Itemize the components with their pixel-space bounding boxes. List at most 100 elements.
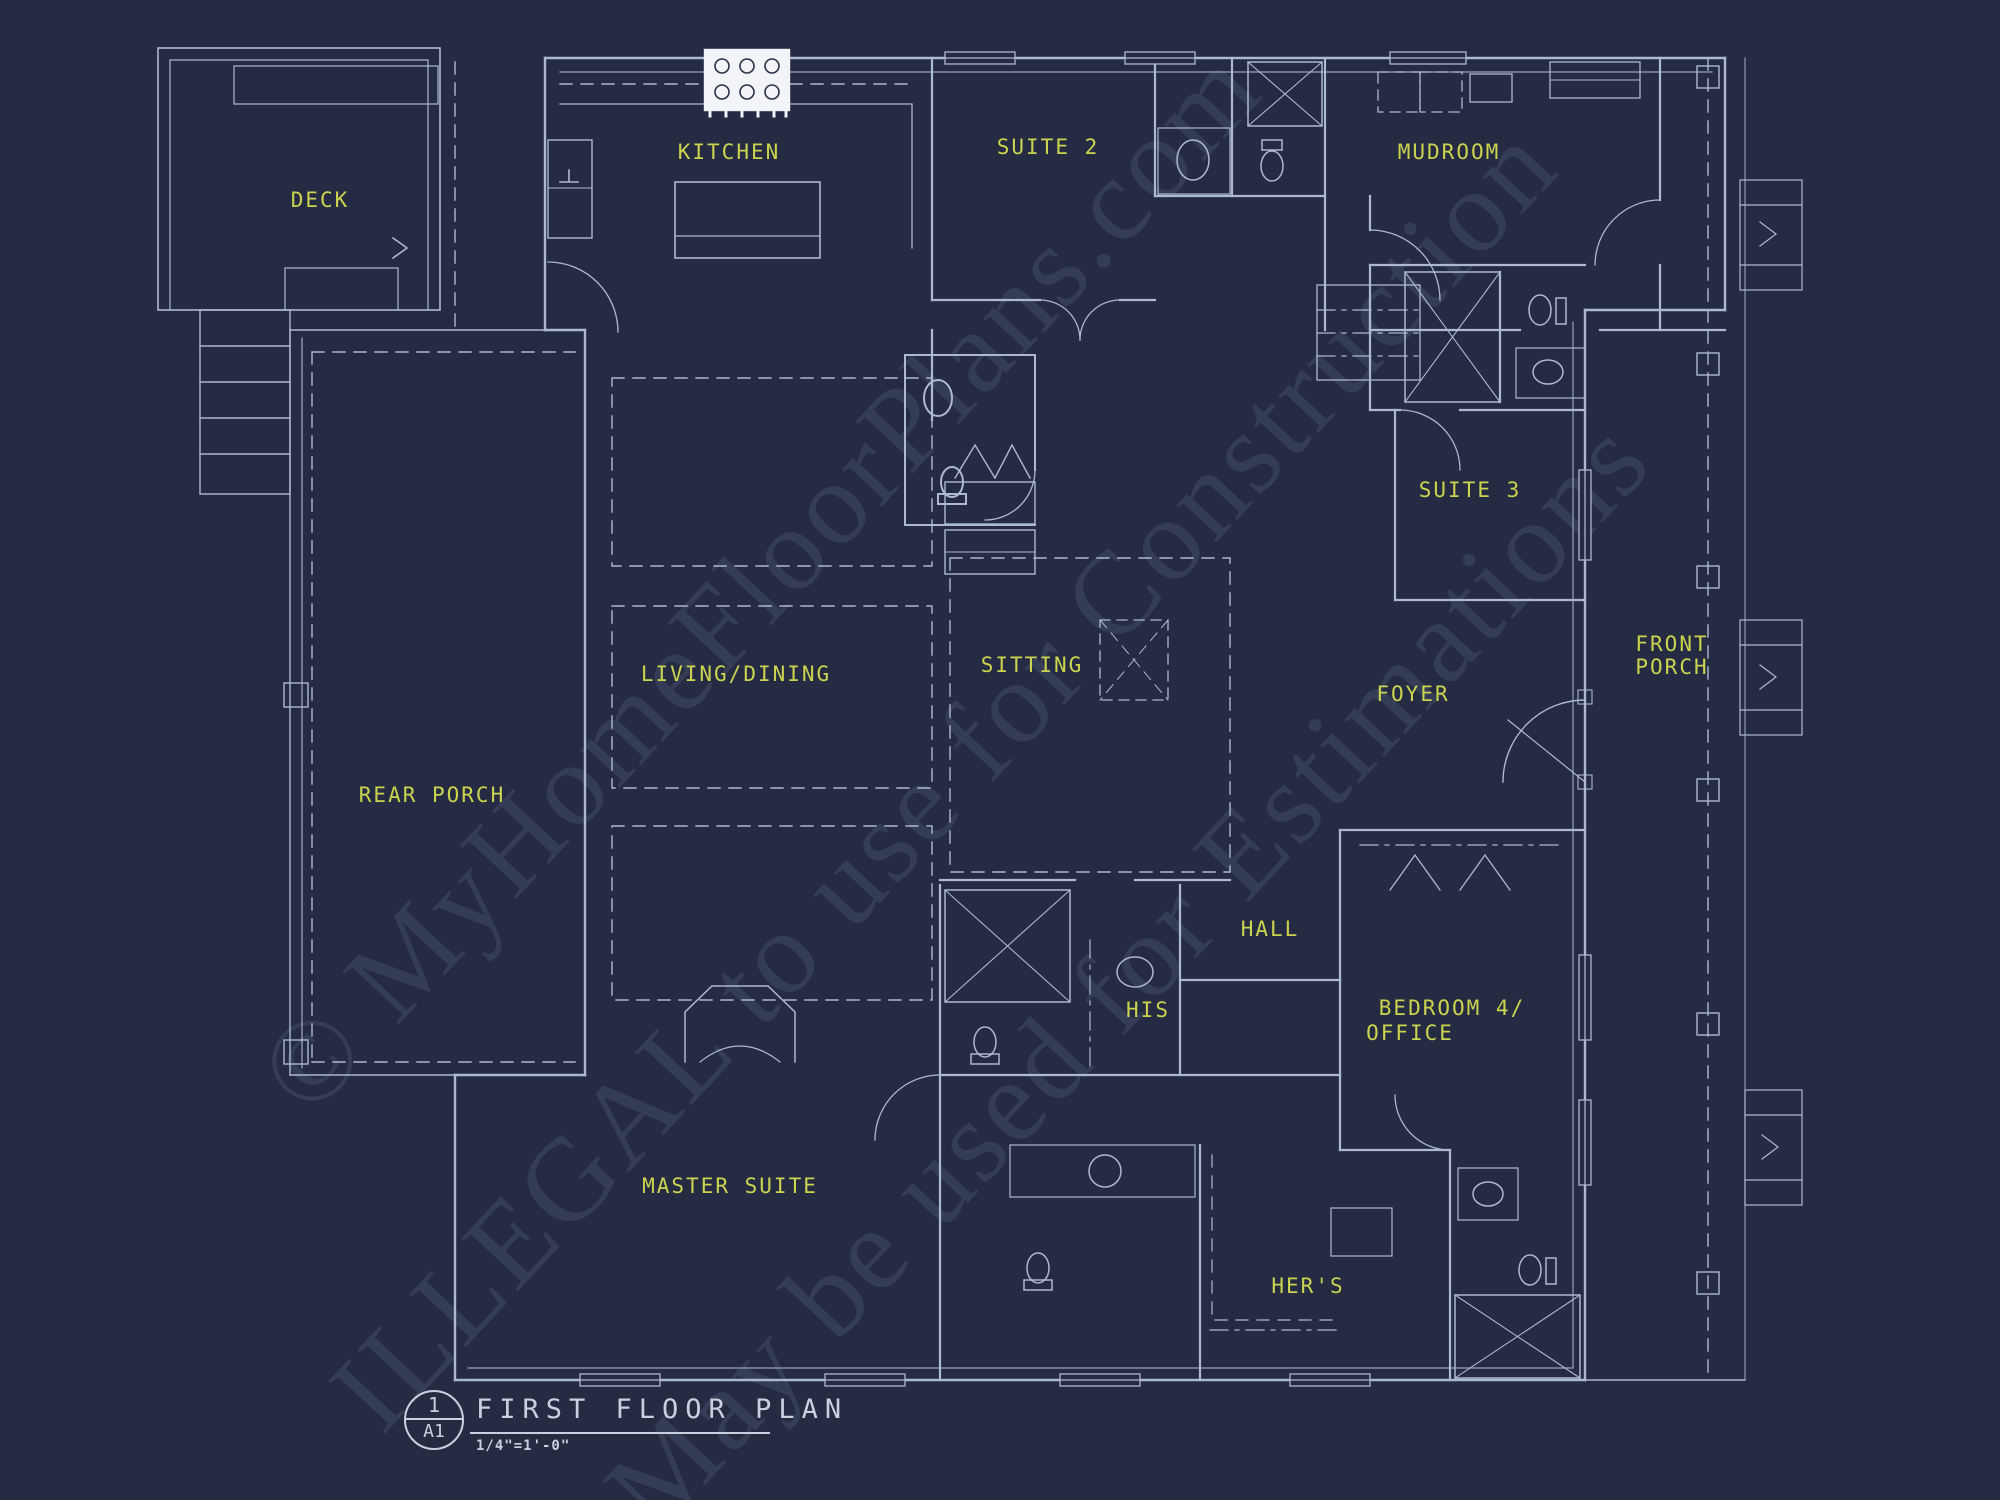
suite2-bath-fixtures — [1157, 61, 1323, 195]
window — [1578, 954, 1592, 1041]
bedroom4-closet — [1359, 844, 1561, 891]
porch-column — [1696, 778, 1720, 802]
sitting-builtin-cabinet — [944, 443, 1036, 575]
foyer-front-door — [1502, 689, 1593, 790]
window — [1578, 1099, 1592, 1186]
range-icon — [703, 48, 791, 118]
title-underline — [470, 1432, 770, 1434]
window — [1124, 51, 1196, 65]
room-label-foyer: FOYER — [1376, 682, 1450, 706]
room-label-his: HIS — [1126, 998, 1170, 1022]
toilet-tank — [937, 493, 967, 505]
sink-icon — [1472, 1181, 1504, 1207]
room-label-front-porch-line2: PORCH — [1635, 655, 1709, 679]
porch-column — [1696, 565, 1720, 589]
sheet-number: A1 — [406, 1418, 462, 1444]
window — [944, 51, 1016, 65]
shower-icon — [1454, 1294, 1581, 1379]
room-label-deck: DECK — [290, 188, 350, 212]
window — [1059, 1373, 1141, 1387]
hall-walls — [930, 328, 1342, 1152]
drawing-title: FIRST FLOOR PLAN — [476, 1394, 849, 1425]
toilet-icon — [1026, 1252, 1050, 1284]
mudroom-walls — [1368, 56, 1727, 332]
mudroom-builtins — [1377, 61, 1641, 113]
bedroom4-bath-fixtures — [1394, 1094, 1581, 1379]
room-label-suite-2: SUITE 2 — [996, 135, 1100, 159]
mudroom-porch-door-arc — [1594, 199, 1661, 266]
kitchen-faucet-icon — [559, 169, 579, 183]
powder-room — [904, 354, 1036, 526]
porch-column — [1696, 65, 1720, 89]
room-label-master-suite: MASTER SUITE — [642, 1174, 818, 1198]
toilet-tank — [1545, 1257, 1557, 1285]
window — [579, 1373, 661, 1387]
suite2-double-doors — [1039, 299, 1121, 341]
suite3-walls — [1368, 263, 1587, 602]
room-label-kitchen: KITCHEN — [677, 140, 781, 164]
shower-icon — [1404, 271, 1501, 403]
master-walls — [938, 1073, 1342, 1382]
toilet-icon — [1260, 150, 1284, 182]
toilet-tank — [970, 1053, 1000, 1065]
room-label-front-porch-line1: FRONT — [1635, 632, 1709, 656]
porch-column — [283, 682, 309, 708]
porch-step-rail — [1739, 179, 1803, 1206]
window — [1289, 1373, 1371, 1387]
kitchen-sink-cabinet — [547, 139, 593, 239]
toilet-icon — [973, 1026, 997, 1058]
sink-icon — [1116, 956, 1154, 988]
fireplace — [684, 985, 796, 1063]
room-label-sitting: SITTING — [980, 653, 1084, 677]
toilet-tank — [1023, 1279, 1053, 1291]
ceiling-dashed-living — [611, 377, 933, 1001]
suite2-walls — [930, 56, 1327, 332]
room-label-mudroom: MUDROOM — [1397, 140, 1501, 164]
mudroom-door-arc — [1369, 229, 1441, 301]
toilet-icon — [1528, 294, 1552, 326]
shower-icon — [1247, 61, 1323, 127]
toilet-icon — [1518, 1254, 1542, 1286]
window — [824, 1373, 906, 1387]
deck-stairs — [199, 309, 291, 495]
porch-column — [283, 1039, 309, 1065]
kitchen-island — [674, 181, 821, 259]
pantry-shelves — [1316, 284, 1421, 381]
room-label-rear-porch: REAR PORCH — [358, 783, 506, 807]
detail-number: 1 — [427, 1393, 441, 1417]
drawing-scale: 1/4"=1'-0" — [476, 1438, 571, 1454]
window — [1578, 469, 1592, 561]
master-door-arc — [874, 1074, 941, 1141]
windows — [579, 51, 1592, 1387]
deck-door-chevron-icon — [391, 236, 409, 260]
kitchen-porch-door-arc — [547, 261, 619, 333]
chevron-icon — [1759, 664, 1777, 690]
room-label-hers: HER'S — [1271, 1274, 1345, 1298]
sink-icon — [1532, 359, 1564, 385]
detail-bubble: 1 A1 — [404, 1390, 464, 1450]
shower-icon — [944, 889, 1071, 1003]
his-bath-fixtures — [944, 889, 1154, 1071]
porch-column — [1696, 1271, 1720, 1295]
title-block: 1 A1 FIRST FLOOR PLAN 1/4"=1'-0" — [404, 1384, 1004, 1474]
porch-column — [1696, 1012, 1720, 1036]
rear-porch-structure — [283, 329, 586, 1076]
window — [1389, 51, 1467, 65]
room-label-bedroom4-line2: OFFICE — [1366, 1021, 1454, 1045]
ceiling-dashed-sitting — [949, 557, 1231, 873]
room-label-living-dining: LIVING/DINING — [640, 662, 832, 686]
linen-closet — [1099, 619, 1169, 701]
room-label-hall: HALL — [1240, 917, 1300, 941]
bedroom4-walls — [1338, 828, 1587, 1382]
toilet-tank — [1555, 297, 1567, 325]
chevron-icon — [1761, 1134, 1779, 1160]
sink-icon — [1176, 139, 1210, 181]
room-label-bedroom4-line1: BEDROOM 4/ — [1378, 996, 1526, 1020]
porch-column — [1696, 352, 1720, 376]
hers-fixtures — [1009, 1144, 1393, 1331]
toilet-tank — [1261, 139, 1283, 151]
front-porch-structure — [1584, 57, 1803, 1381]
suite3-bath-fixtures — [1399, 271, 1586, 471]
